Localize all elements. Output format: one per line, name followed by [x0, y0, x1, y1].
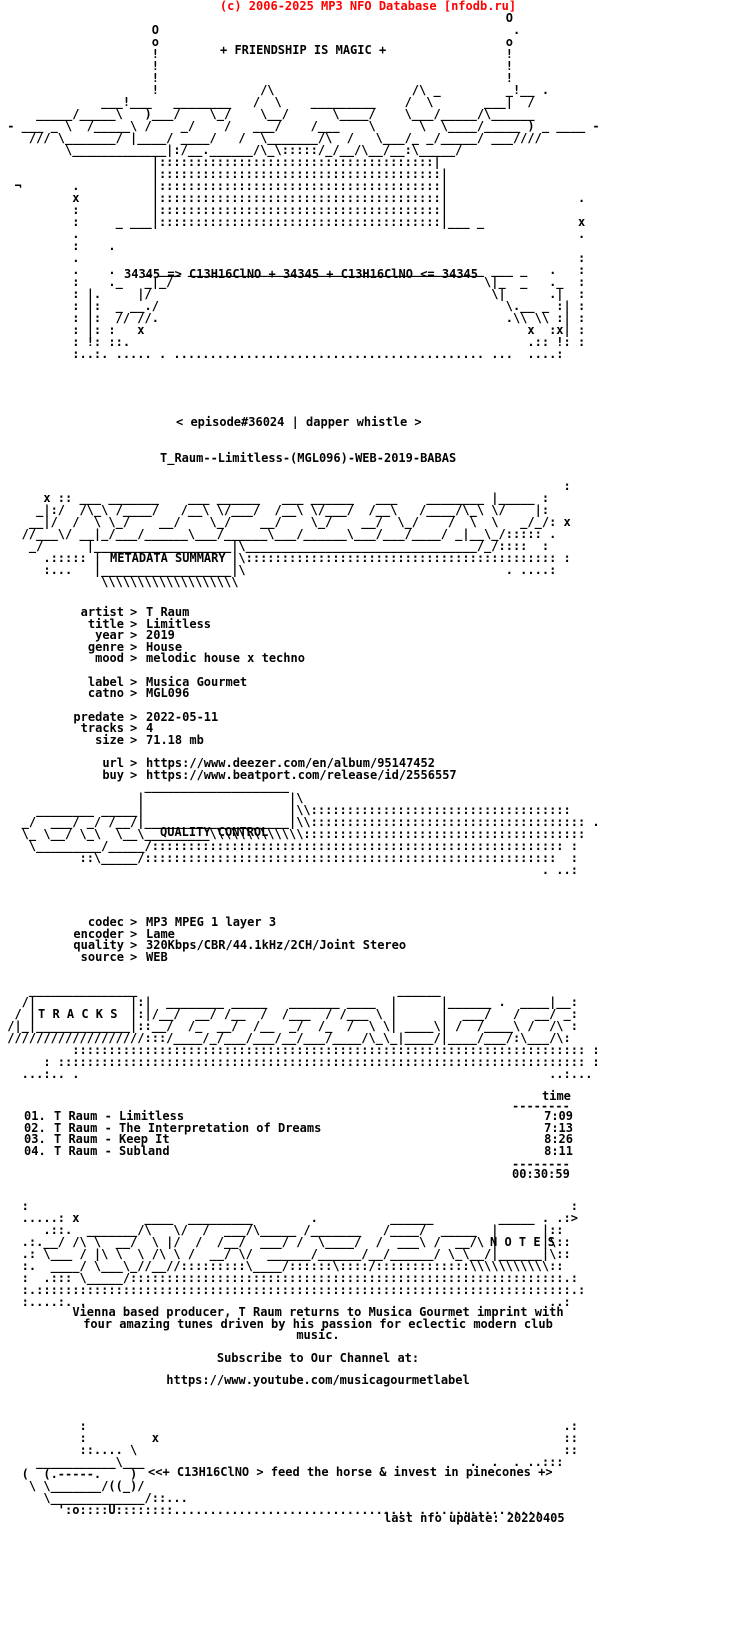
metadata-separator: >	[130, 628, 138, 642]
metadata-heading: METADATA SUMMARY	[110, 551, 226, 565]
track-time: 7:09	[544, 1109, 573, 1123]
ascii-art-metadata-banner: : x :: ___ _______ ___ ______ ___ ______…	[21, 479, 571, 589]
track-title: T Raum - The Interpretation of Dreams	[54, 1120, 322, 1135]
ascii-art-footer: : .: : x :: ::.... \	[21, 1419, 578, 1517]
metadata-separator: >	[130, 651, 138, 665]
metadata-separator: >	[130, 756, 138, 770]
metadata-value-mood: melodic house x techno	[146, 651, 305, 665]
track-title: T Raum - Limitless	[54, 1109, 185, 1123]
metadata-value-year: 2019	[146, 628, 175, 642]
subscribe-text: Subscribe to Our Channel at:	[216, 1351, 420, 1365]
metadata-value-url[interactable]: https://www.deezer.com/en/album/95147452	[146, 756, 435, 770]
track-number: 02.	[24, 1120, 46, 1135]
ascii-art-quality-banner: ____________________ | |\ ________ _____…	[21, 779, 600, 877]
site-banner: (c) 2006-2025 MP3 NFO Database [nfodb.ru…	[0, 0, 736, 12]
notes-line: Vienna based producer, T Raum returns to…	[72, 1305, 564, 1319]
metadata-key: genre	[87, 639, 124, 654]
episode-tag: < episode#36024 | dapper whistle >	[176, 415, 422, 429]
metadata-separator: >	[130, 616, 138, 631]
quality-key: encoder	[73, 926, 124, 941]
tracks-heading: T R A C K S	[38, 1007, 118, 1021]
release-name: T_Raum--Limitless-(MGL096)-WEB-2019-BABA…	[160, 451, 457, 465]
metadata-key: buy	[102, 767, 124, 782]
metadata-key: label	[87, 674, 124, 689]
metadata-separator: >	[130, 721, 138, 735]
metadata-value-tracks: 4	[146, 721, 154, 735]
quality-separator: >	[130, 915, 138, 929]
formula: 34345 => C13H16ClNO + 34345 + C13H16ClNO…	[124, 267, 479, 281]
metadata-key: title	[87, 616, 124, 631]
tracks-time-header: time	[542, 1089, 571, 1103]
tracks-total: 00:30:59	[512, 1167, 570, 1181]
quality-key: codec	[87, 915, 124, 929]
track-number: 04.	[24, 1143, 46, 1158]
metadata-value-label: Musica Gourmet	[146, 674, 248, 689]
metadata-separator: >	[130, 686, 138, 700]
metadata-separator: >	[130, 639, 138, 654]
tracks-total-rule: --------	[512, 1157, 570, 1171]
metadata-separator: >	[130, 674, 138, 689]
last-update: last nfo update: 20220405	[384, 1511, 565, 1525]
channel-url[interactable]: https://www.youtube.com/musicagourmetlab…	[166, 1373, 470, 1387]
metadata-value-catno: MGL096	[146, 686, 190, 700]
metadata-key: year	[95, 628, 124, 642]
metadata-separator: >	[130, 709, 138, 724]
metadata-value-title: Limitless	[146, 616, 212, 631]
metadata-value-genre: House	[146, 639, 183, 654]
track-time: 7:13	[544, 1120, 573, 1135]
quality-heading: QUALITY CONTROL	[160, 825, 269, 839]
track-number: 01.	[24, 1109, 46, 1123]
notes-line: music.	[296, 1328, 340, 1342]
metadata-value-size: 71.18 mb	[146, 732, 204, 747]
metadata-separator: >	[130, 605, 138, 619]
quality-value-quality: 320Kbps/CBR/44.1kHz/2CH/Joint Stereo	[146, 938, 407, 952]
ascii-art-notes-banner: : : .....: x ____ _________ . ______ ___…	[21, 1199, 586, 1309]
quality-separator: >	[130, 938, 138, 952]
metadata-key: catno	[87, 686, 124, 700]
metadata-key: artist	[80, 605, 124, 619]
motto: + FRIENDSHIP IS MAGIC +	[220, 43, 387, 57]
track-title: T Raum - Subland	[54, 1143, 170, 1158]
metadata-key: size	[95, 732, 124, 747]
track-title: T Raum - Keep It	[54, 1132, 170, 1146]
metadata-key: url	[102, 756, 124, 770]
quality-key: source	[80, 949, 124, 964]
site-banner-link[interactable]: (c) 2006-2025 MP3 NFO Database [nfodb.ru…	[219, 0, 517, 13]
track-time: 8:26	[544, 1132, 573, 1146]
quality-separator: >	[130, 926, 138, 941]
metadata-value-predate: 2022-05-11	[146, 709, 219, 724]
metadata-value-artist: T Raum	[146, 605, 190, 619]
track-time: 8:11	[544, 1143, 573, 1158]
notes-heading: N O T E S	[490, 1235, 556, 1249]
metadata-value-buy[interactable]: https://www.beatport.com/release/id/2556…	[146, 767, 457, 782]
quality-value-codec: MP3 MPEG 1 layer 3	[146, 915, 277, 929]
metadata-key: predate	[73, 709, 124, 724]
footer-tagline: <<+ C13H16ClNO > feed the horse & invest…	[148, 1465, 553, 1479]
metadata-separator: >	[130, 732, 138, 747]
tracks-time-rule: --------	[512, 1099, 570, 1113]
quality-value-source: WEB	[146, 949, 168, 964]
quality-value-encoder: Lame	[146, 926, 175, 941]
ascii-art-tracks-banner: _______________ ______ /| |:| ________ _…	[7, 983, 600, 1081]
metadata-key: tracks	[80, 721, 124, 735]
notes-line: four amazing tunes driven by his passion…	[83, 1316, 553, 1331]
metadata-key: mood	[95, 651, 124, 665]
track-number: 03.	[24, 1132, 46, 1146]
quality-key: quality	[73, 938, 124, 952]
ascii-art-logo-top: O O . o o !	[7, 11, 600, 361]
metadata-separator: >	[130, 767, 138, 782]
quality-separator: >	[130, 949, 138, 964]
